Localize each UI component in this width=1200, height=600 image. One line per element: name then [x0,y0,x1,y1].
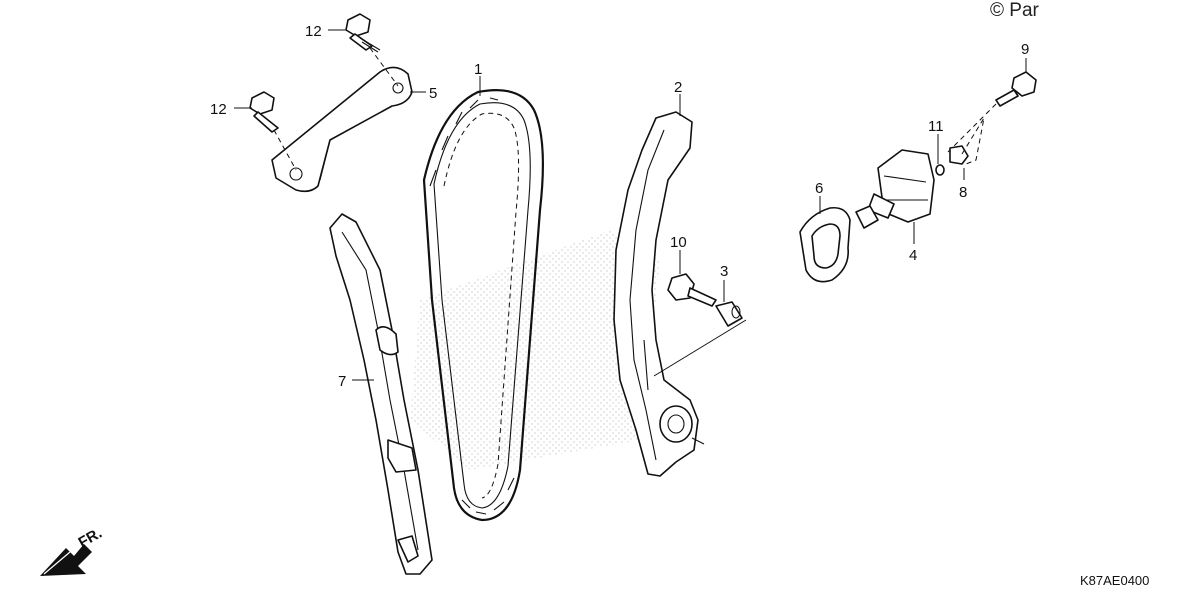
callout-3: 3 [720,263,728,280]
callout-9: 9 [1021,41,1029,58]
cam-chain-part-1 [422,89,545,522]
background-stipple [410,230,660,470]
gasket-part-6 [799,206,851,283]
callout-8: 8 [959,184,967,201]
oring-part-11 [935,164,945,176]
tensioner-lifter-part-4 [855,149,944,229]
bolt-part-8 [949,117,985,165]
callout-10: 10 [670,234,687,251]
bolt-part-12-upper [345,13,399,87]
bolt-part-9 [947,71,1037,153]
collar-part-3 [653,301,747,377]
chain-guide-part-7 [329,213,433,575]
front-direction-label: FR. [76,525,105,552]
tensioner-slipper-part-2 [613,111,705,477]
callout-7: 7 [338,373,346,390]
diagram-code: K87AE0400 [1080,573,1149,588]
callout-11: 11 [928,118,944,135]
guide-plate-part-5 [271,66,413,193]
copyright-text: © Par [990,0,1040,21]
front-direction-arrow: FR. [40,525,105,576]
callout-12-left: 12 [210,101,227,118]
callout-5: 5 [429,85,437,102]
callout-4: 4 [909,247,917,264]
callout-1: 1 [474,61,482,78]
callout-12-upper: 12 [305,23,322,40]
callout-2: 2 [674,79,682,96]
callout-6: 6 [815,180,823,197]
bolt-part-10 [667,273,717,307]
